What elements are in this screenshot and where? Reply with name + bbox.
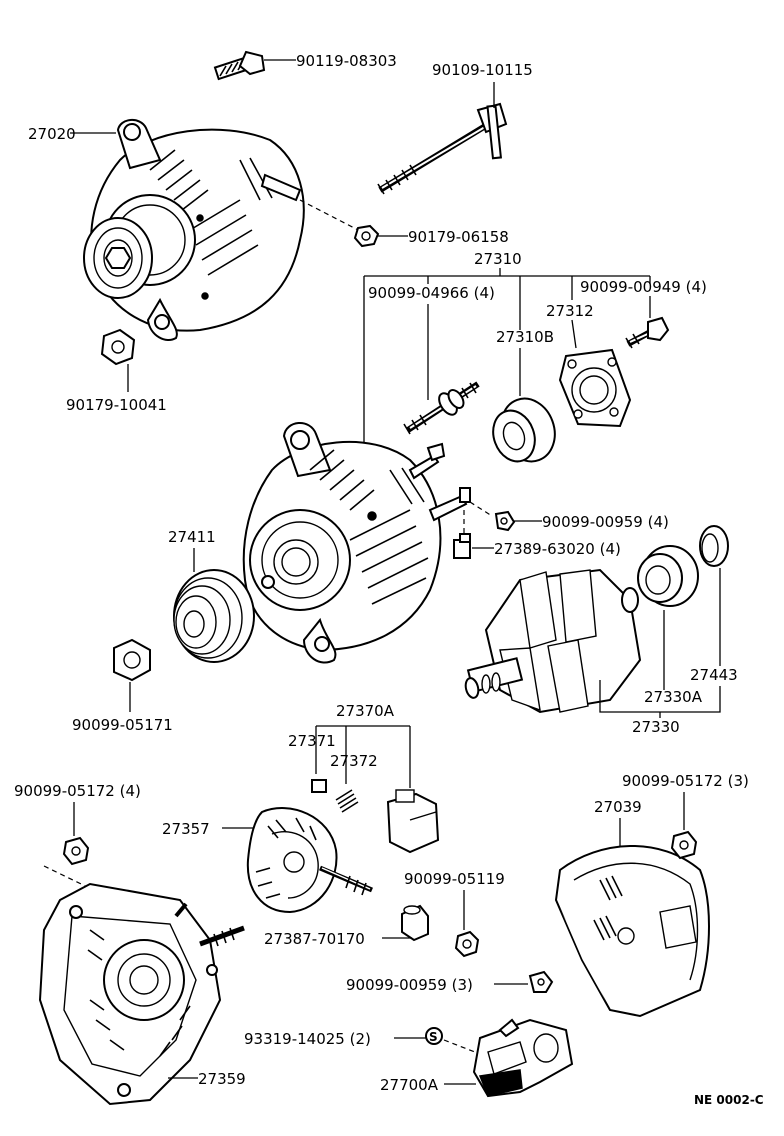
spring-27372-drawing (335, 789, 359, 813)
nut-90099-05172-4-drawing (62, 836, 90, 866)
stud-90099-04966-drawing (403, 381, 480, 435)
rectifier-27357-drawing (246, 807, 373, 914)
insulator-27387-70170-drawing (401, 904, 429, 942)
label-93319-14025: 93319-14025 (2) (244, 1030, 371, 1048)
nut-90179-10041-drawing (100, 328, 136, 366)
screw-90099-00959-4-drawing (494, 510, 516, 532)
label-90099-00959-4: 90099-00959 (4) (542, 513, 669, 531)
brush-27371-drawing (311, 779, 327, 793)
retainer-plate-27312-drawing (558, 348, 632, 428)
label-90099-04966: 90099-04966 (4) (368, 284, 495, 302)
insulator-27389-63020-drawing (453, 533, 471, 559)
label-27443: 27443 (690, 666, 738, 684)
alternator-body-drawing (242, 422, 471, 664)
label-27330A: 27330A (644, 688, 703, 706)
label-27039: 27039 (594, 798, 642, 816)
bearing-27310B-drawing (492, 397, 556, 463)
label-27312: 27312 (546, 302, 594, 320)
label-90119-08303: 90119-08303 (296, 52, 397, 70)
screw-90099-00959-3-drawing (528, 970, 554, 993)
nut-90099-05119-drawing (454, 930, 480, 958)
label-90099-00959-3: 90099-00959 (3) (346, 976, 473, 994)
nut-90099-05172-3-drawing (670, 830, 698, 860)
label-27371: 27371 (288, 732, 336, 750)
label-27370A: 27370A (336, 702, 395, 720)
label-27310B: 27310B (496, 328, 554, 346)
screw-93319-14025-drawing: S (425, 1027, 443, 1045)
label-90099-05119: 90099-05119 (404, 870, 505, 888)
label-90099-05171: 90099-05171 (72, 716, 173, 734)
nut-90099-05171-drawing (113, 638, 151, 682)
label-27372: 27372 (330, 752, 378, 770)
nut-90179-06158-drawing (353, 224, 380, 248)
regulator-27700A-drawing (472, 1018, 574, 1098)
diagram-reference-code: NE 0002-C (694, 1093, 764, 1107)
label-27357: 27357 (162, 820, 210, 838)
label-90099-05172-4: 90099-05172 (4) (14, 782, 141, 800)
label-27389-63020: 27389-63020 (4) (494, 540, 621, 558)
bolt-90119-08303-drawing (213, 50, 266, 81)
rear-cover-27039-drawing (554, 845, 710, 1018)
label-90179-10041: 90179-10041 (66, 396, 167, 414)
pulley-27411-drawing (173, 569, 255, 663)
label-90179-06158: 90179-06158 (408, 228, 509, 246)
label-27411: 27411 (168, 528, 216, 546)
bearing-27330A-drawing (637, 545, 699, 607)
bolt-90099-00949-drawing (625, 316, 670, 349)
label-27387-70170: 27387-70170 (264, 930, 365, 948)
rotor-27330-drawing (464, 568, 642, 714)
label-90099-05172-3: 90099-05172 (3) (622, 772, 749, 790)
alternator-assembly-27020-drawing (83, 119, 305, 341)
label-90109-10115: 90109-10115 (432, 61, 533, 79)
label-27020: 27020 (28, 125, 76, 143)
label-27700A: 27700A (380, 1076, 439, 1094)
bearing-cover-27443-drawing (699, 525, 729, 567)
label-90099-00949: 90099-00949 (4) (580, 278, 707, 296)
label-27330: 27330 (632, 718, 680, 736)
label-27310: 27310 (474, 250, 522, 268)
drive-end-frame-27359-drawing (38, 882, 245, 1106)
label-27359: 27359 (198, 1070, 246, 1088)
svg-text:S: S (429, 1030, 438, 1044)
brush-holder-27370A-drawing (386, 789, 440, 854)
bolt-90109-10115-drawing (377, 102, 508, 195)
